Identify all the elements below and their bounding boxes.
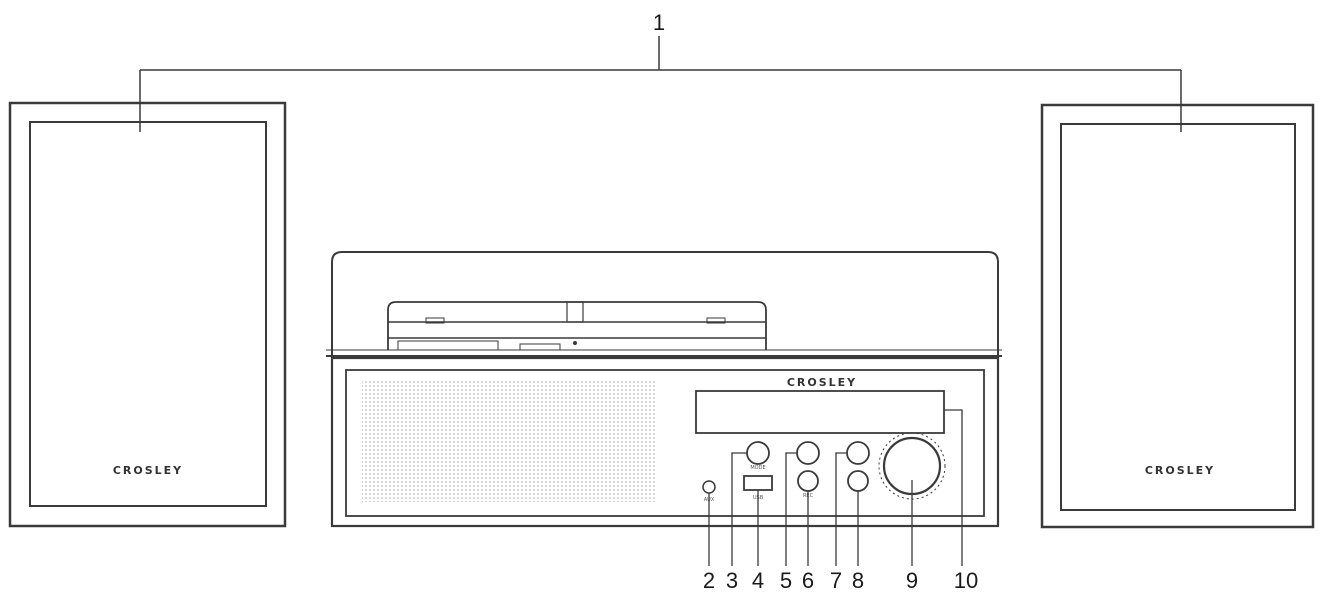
left-speaker-brand-logo: CROSLEY xyxy=(113,464,183,477)
turntable-main-body xyxy=(330,356,1000,528)
unit-brand-logo: CROSLEY xyxy=(787,376,857,389)
callout-label-2: 2 xyxy=(703,568,715,593)
right-speaker-brand-logo: CROSLEY xyxy=(1145,464,1215,477)
headphone-jack[interactable] xyxy=(702,480,716,494)
platter-assembly xyxy=(387,301,767,351)
callout-label-1: 1 xyxy=(653,10,665,35)
callout-label-5: 5 xyxy=(780,568,792,593)
callout-leader-lines xyxy=(708,409,963,566)
function-button[interactable] xyxy=(746,441,770,465)
callout-label-10: 10 xyxy=(954,568,978,593)
front-speaker-grille xyxy=(362,380,656,502)
callout-1-bracket xyxy=(139,36,1182,132)
callout-label-3: 3 xyxy=(726,568,738,593)
callout-label-9: 9 xyxy=(906,568,918,593)
svg-text:MODE: MODE xyxy=(750,465,765,471)
callout-label-4: 4 xyxy=(752,568,764,593)
callout-label-7: 7 xyxy=(830,568,842,593)
skip-back-button[interactable] xyxy=(846,441,870,465)
callout-label-6: 6 xyxy=(802,568,814,593)
dust-cover-lid xyxy=(326,251,1002,357)
display-window xyxy=(695,390,945,434)
play-pause-button[interactable] xyxy=(796,441,820,465)
right-speaker: CROSLEY xyxy=(1040,103,1315,529)
usb-port[interactable] xyxy=(743,475,773,491)
left-speaker: CROSLEY xyxy=(8,101,287,528)
skip-forward-button[interactable] xyxy=(847,470,869,492)
record-button[interactable] xyxy=(797,470,819,492)
callout-label-8: 8 xyxy=(852,568,864,593)
